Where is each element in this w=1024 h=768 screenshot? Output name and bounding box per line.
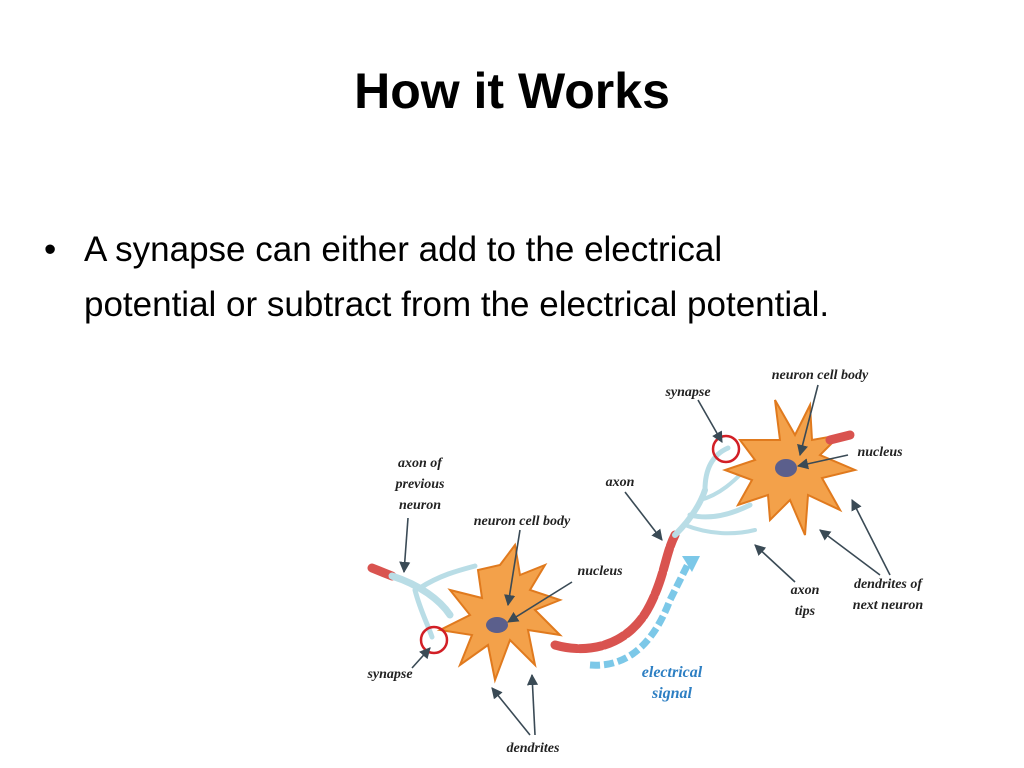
label-electrical-signal-1: electrical [642, 664, 703, 681]
label-synapse-left: synapse [366, 667, 412, 682]
right-nucleus [775, 459, 797, 477]
left-neuron-cell-body [436, 542, 563, 684]
bullet-list: • A synapse can either add to the electr… [44, 222, 864, 332]
label-dendrites-next-1: dendrites of [854, 577, 923, 592]
neuron-diagram: axon of previous neuron neuron cell body… [366, 368, 924, 756]
label-dendrites: dendrites [507, 741, 560, 756]
label-electrical-signal-2: signal [651, 685, 693, 702]
right-synapse-circle [711, 434, 741, 464]
label-axon-of-previous-1: axon of [398, 456, 443, 471]
label-axon: axon [606, 475, 635, 490]
label-neuron-cell-body-top: neuron cell body [772, 368, 869, 383]
bullet-item: • A synapse can either add to the electr… [44, 222, 864, 332]
label-axon-of-previous-2: previous [395, 477, 446, 492]
axon [550, 530, 680, 654]
label-axon-tips-2: tips [795, 604, 816, 619]
label-nucleus-top: nucleus [857, 445, 903, 460]
electrical-signal-arrow [589, 556, 700, 669]
bullet-text: A synapse can either add to the electric… [84, 230, 830, 324]
right-neuron-cell-body [721, 399, 859, 536]
label-axon-of-previous-3: neuron [399, 498, 441, 513]
slide-title: How it Works [354, 63, 670, 119]
previous-axon [367, 563, 478, 640]
bullet-dot: • [44, 230, 57, 269]
left-nucleus [486, 617, 508, 633]
label-synapse-top: synapse [664, 385, 710, 400]
left-synapse-circle [419, 625, 449, 655]
label-nucleus-left: nucleus [577, 564, 623, 579]
label-axon-tips-1: axon [791, 583, 820, 598]
axon-tips [672, 445, 757, 538]
label-arrows [399, 384, 891, 736]
label-dendrites-next-2: next neuron [853, 598, 924, 613]
label-neuron-cell-body-left: neuron cell body [474, 514, 571, 529]
